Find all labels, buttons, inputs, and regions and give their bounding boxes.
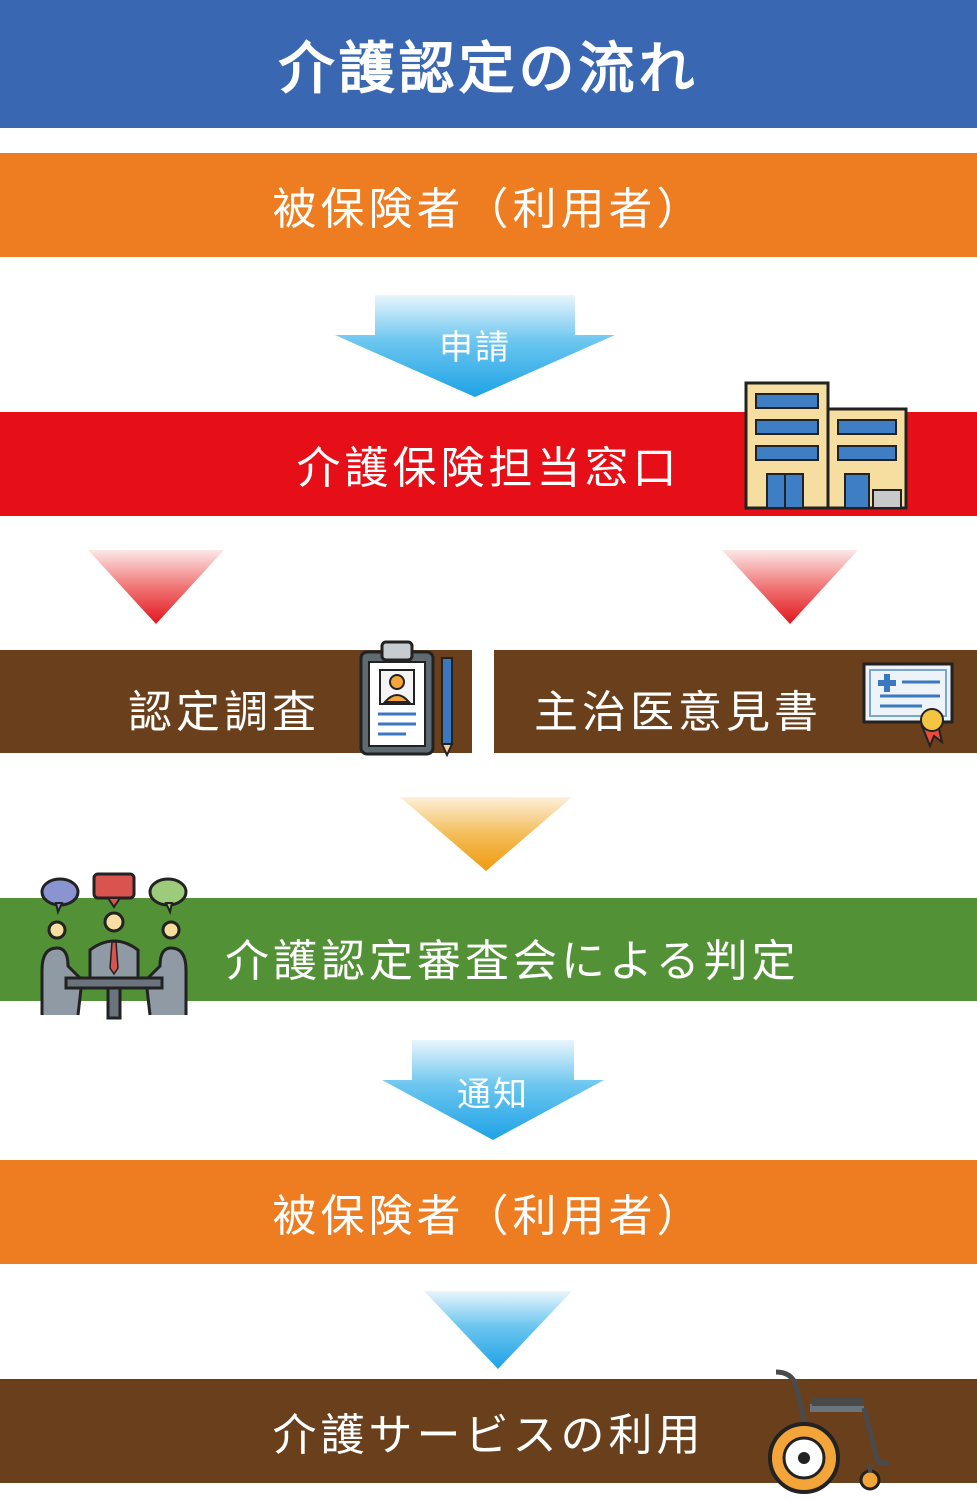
applicant-after-label: 被保険者（利用者）: [272, 1191, 705, 1242]
applicant-label: 被保険者（利用者）: [272, 184, 705, 235]
red-arrow-left: [88, 550, 224, 624]
survey-label: 認定調査: [128, 687, 320, 738]
office-label: 介護保険担当窓口: [296, 443, 681, 494]
applicant-band: 被保険者（利用者）: [0, 153, 977, 257]
office-building-icon: [744, 381, 908, 510]
clipboard-with-pen-icon: [359, 640, 454, 758]
apply-label: 申請: [439, 328, 511, 368]
doctor-opinion-label: 主治医意見書: [534, 687, 822, 738]
service-label: 介護サービスの利用: [272, 1410, 705, 1461]
meeting-people-icon: [40, 872, 188, 1020]
red-arrow-right: [722, 550, 858, 624]
applicant-after-band: 被保険者（利用者）: [0, 1160, 977, 1264]
title-banner: 介護認定の流れ: [0, 0, 977, 128]
committee-label: 介護認定審査会による判定: [225, 936, 800, 987]
apply-arrow: 申請: [335, 295, 615, 397]
service-arrow: [424, 1291, 572, 1369]
notice-label: 通知: [457, 1075, 529, 1115]
wheelchair-icon: [768, 1369, 891, 1494]
orange-arrow: [400, 797, 572, 871]
medical-certificate-icon: [862, 662, 954, 749]
page-title: 介護認定の流れ: [278, 36, 699, 102]
notice-arrow: 通知: [382, 1040, 604, 1140]
